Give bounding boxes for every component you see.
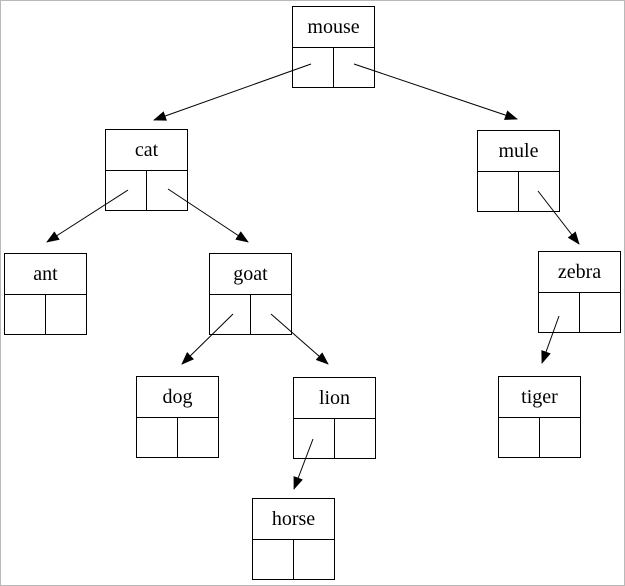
- right-pointer-cell: [147, 171, 187, 210]
- tree-node-cat: cat: [105, 129, 188, 211]
- tree-node-horse: horse: [252, 498, 335, 580]
- tree-node-lion: lion: [293, 377, 376, 459]
- node-label: horse: [253, 499, 334, 540]
- tree-node-ant: ant: [4, 253, 87, 335]
- left-pointer-cell: [293, 48, 334, 87]
- left-pointer-cell: [294, 419, 335, 458]
- node-label: mule: [478, 131, 559, 172]
- pointer-row: [253, 540, 334, 579]
- left-pointer-cell: [499, 418, 540, 457]
- right-pointer-cell: [294, 540, 334, 579]
- left-pointer-cell: [253, 540, 294, 579]
- right-pointer-cell: [519, 172, 559, 211]
- tree-node-mule: mule: [477, 130, 560, 212]
- pointer-row: [106, 171, 187, 210]
- left-pointer-cell: [539, 293, 580, 332]
- node-label: zebra: [539, 252, 620, 293]
- pointer-row: [210, 295, 291, 334]
- left-pointer-cell: [478, 172, 519, 211]
- edge-mouse-left-to-cat: [153, 63, 312, 121]
- pointer-row: [137, 418, 218, 457]
- right-pointer-cell: [46, 295, 86, 334]
- left-pointer-cell: [5, 295, 46, 334]
- left-pointer-cell: [137, 418, 178, 457]
- pointer-row: [293, 48, 374, 87]
- pointer-row: [539, 293, 620, 332]
- node-label: tiger: [499, 377, 580, 418]
- left-pointer-cell: [106, 171, 147, 210]
- right-pointer-cell: [335, 419, 375, 458]
- left-pointer-cell: [210, 295, 251, 334]
- pointer-row: [5, 295, 86, 334]
- node-label: ant: [5, 254, 86, 295]
- right-pointer-cell: [178, 418, 218, 457]
- node-label: goat: [210, 254, 291, 295]
- tree-node-tiger: tiger: [498, 376, 581, 458]
- node-label: lion: [294, 378, 375, 419]
- node-label: mouse: [293, 7, 374, 48]
- right-pointer-cell: [580, 293, 620, 332]
- pointer-row: [294, 419, 375, 458]
- tree-node-goat: goat: [209, 253, 292, 335]
- node-label: dog: [137, 377, 218, 418]
- right-pointer-cell: [540, 418, 580, 457]
- pointer-row: [478, 172, 559, 211]
- edge-mouse-right-to-mule: [353, 63, 518, 120]
- tree-node-mouse: mouse: [292, 6, 375, 88]
- pointer-row: [499, 418, 580, 457]
- right-pointer-cell: [251, 295, 291, 334]
- tree-node-dog: dog: [136, 376, 219, 458]
- right-pointer-cell: [334, 48, 374, 87]
- tree-node-zebra: zebra: [538, 251, 621, 333]
- node-label: cat: [106, 130, 187, 171]
